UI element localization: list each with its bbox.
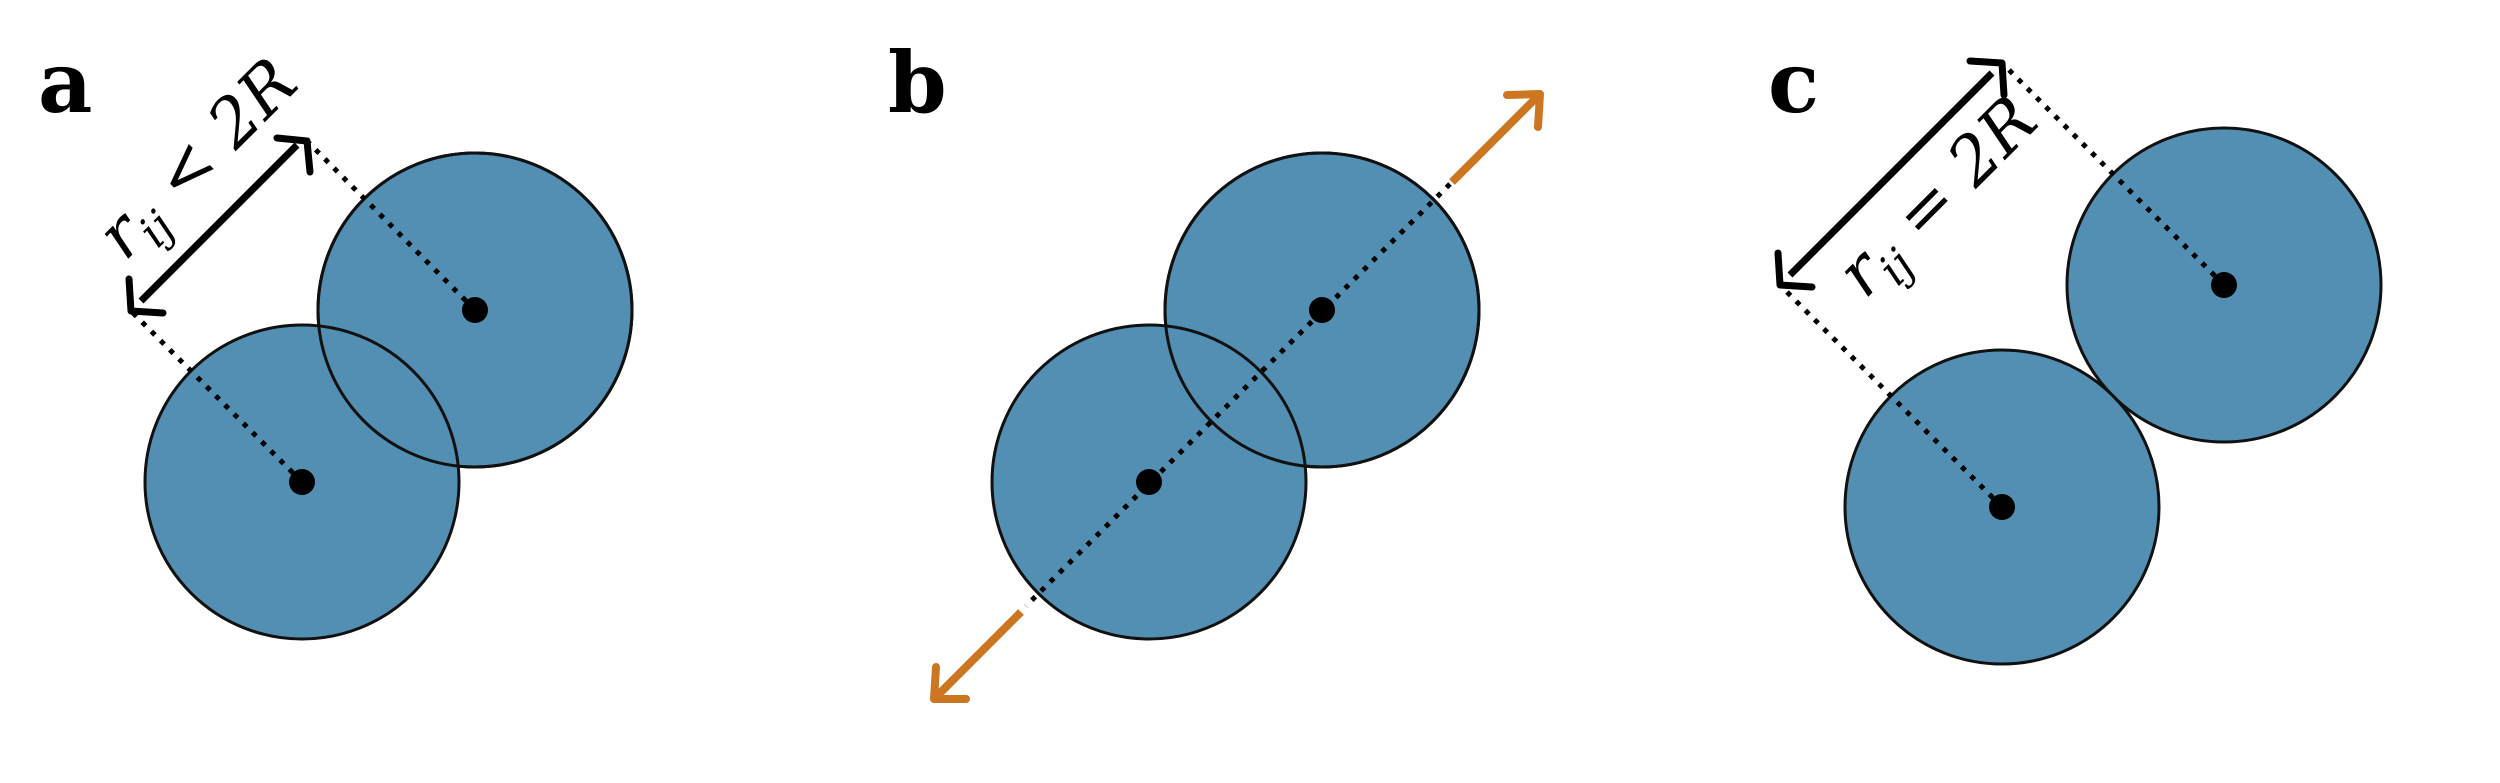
panel-a-center-upper <box>462 297 488 323</box>
panel-c-center-lower <box>1989 494 2015 520</box>
panel-c-center-upper <box>2211 272 2237 298</box>
panel-a-letter: a <box>38 33 92 132</box>
panel-b-letter: b <box>888 33 947 132</box>
panel-c-distance-arrow <box>1774 57 2008 291</box>
panel-c-distance-label: rij = 2R <box>1822 81 2058 317</box>
panel-b-disk-upper-outline <box>1163 151 1481 469</box>
panel-c-guide-lower <box>1778 283 2004 509</box>
panel-a: a rij < 2R <box>38 33 634 641</box>
panel-a-distance-arrow <box>125 134 314 317</box>
panel-b: b <box>888 33 1544 703</box>
panel-b-force-arrow-upper <box>1449 90 1544 185</box>
panel-c: c rij = 2R <box>1768 33 2383 666</box>
panel-b-center-line <box>1024 182 1452 608</box>
panel-a-guide-upper <box>305 139 477 312</box>
panel-b-force-arrow-lower <box>930 609 1024 703</box>
panel-c-letter: c <box>1768 33 1819 132</box>
panel-b-center-upper <box>1309 297 1335 323</box>
panel-c-guide-upper <box>2000 61 2226 287</box>
panel-a-disk-upper-outline <box>316 151 634 469</box>
panel-a-guide-lower <box>129 309 304 484</box>
panel-a-center-lower <box>289 469 315 495</box>
panel-b-center-lower <box>1136 469 1162 495</box>
